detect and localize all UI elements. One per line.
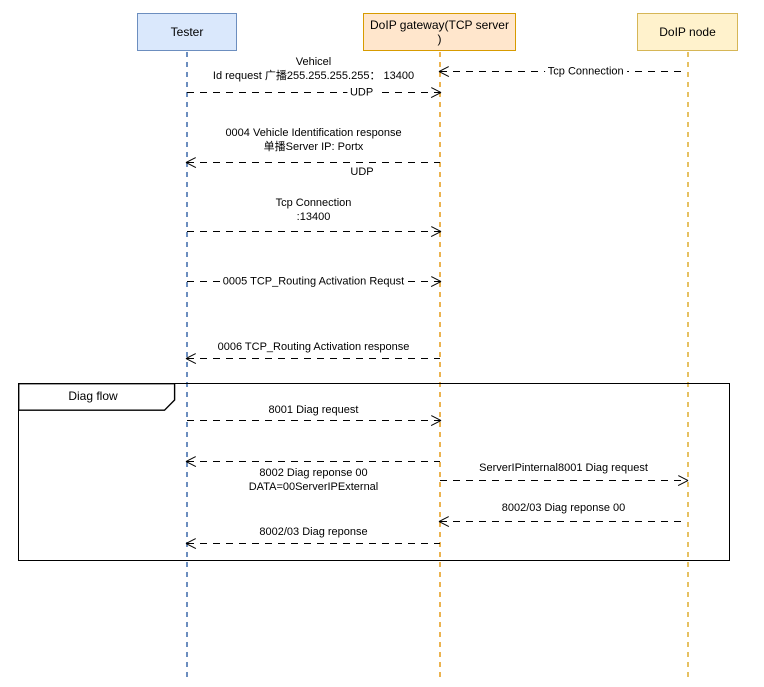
message-label-vehicle-id-request: Vehicel Id request 广播255.255.255.255： 13…	[212, 56, 415, 82]
lifeline-tester	[186, 52, 188, 680]
message-arrow-diag-request	[187, 420, 440, 422]
arrowhead-right-icon	[429, 86, 441, 98]
message-label-diag-response: 8002 Diag reponse 00 DATA=00ServerIPExte…	[248, 467, 379, 493]
message-label-diag-request: 8001 Diag request	[268, 404, 359, 416]
message-label-routing-activation-request: 0005 TCP_Routing Activation Requst	[219, 275, 408, 289]
message-protocol-udp: UDP	[350, 166, 374, 178]
arrowhead-left-icon	[186, 537, 198, 549]
message-arrow-tcp-connection-node: Tcp Connection	[440, 65, 687, 79]
message-arrow-internal-diag-request	[440, 480, 687, 482]
actor-tester-label: Tester	[170, 25, 204, 39]
message-arrow-vehicle-id-response	[187, 162, 440, 164]
message-label-tcp-connection-tester: Tcp Connection :13400	[275, 197, 352, 223]
actor-node-label: DoIP node	[659, 25, 716, 39]
lifeline-node	[687, 52, 689, 680]
arrowhead-right-icon	[676, 474, 688, 486]
message-label-tcp-connection-node: Tcp Connection	[544, 65, 627, 79]
arrowhead-left-icon	[439, 515, 451, 527]
fragment-label: Diag flow	[68, 389, 118, 403]
message-arrow-routing-activation-response	[187, 358, 440, 360]
arrowhead-right-icon	[429, 275, 441, 287]
lifeline-gateway	[439, 52, 441, 680]
message-arrow-internal-diag-response	[440, 521, 687, 523]
message-label-routing-activation-response: 0006 TCP_Routing Activation response	[217, 341, 410, 353]
arrowhead-left-icon	[186, 352, 198, 364]
message-label-internal-diag-response: 8002/03 Diag reponse 00	[501, 502, 626, 514]
diag-flow-frame	[18, 383, 730, 561]
actor-tester: Tester	[137, 13, 237, 51]
diag-flow-frame-tab: Diag flow	[18, 383, 176, 411]
actor-gateway-label: DoIP gateway(TCP server )	[370, 18, 509, 46]
arrowhead-right-icon	[429, 225, 441, 237]
arrowhead-left-icon	[186, 156, 198, 168]
message-label-internal-diag-request: ServerIPinternal8001 Diag request	[479, 462, 648, 474]
fragment-tab-shape	[18, 383, 176, 411]
message-arrow-diag-response	[187, 461, 440, 463]
actor-node: DoIP node	[637, 13, 738, 51]
message-arrow-final-diag-response	[187, 543, 440, 545]
arrowhead-right-icon	[429, 414, 441, 426]
actor-gateway: DoIP gateway(TCP server )	[363, 13, 516, 51]
message-label-final-diag-response: 8002/03 Diag reponse	[259, 526, 368, 538]
message-protocol-udp: UDP	[346, 86, 377, 100]
message-arrow-vehicle-id-request: UDP	[187, 86, 440, 100]
message-arrow-tcp-connection-tester	[187, 231, 440, 233]
message-arrow-routing-activation-request: 0005 TCP_Routing Activation Requst	[187, 275, 440, 289]
message-label-vehicle-id-response: 0004 Vehicle Identification response 单播S…	[225, 127, 402, 153]
arrowhead-left-icon	[439, 65, 451, 77]
